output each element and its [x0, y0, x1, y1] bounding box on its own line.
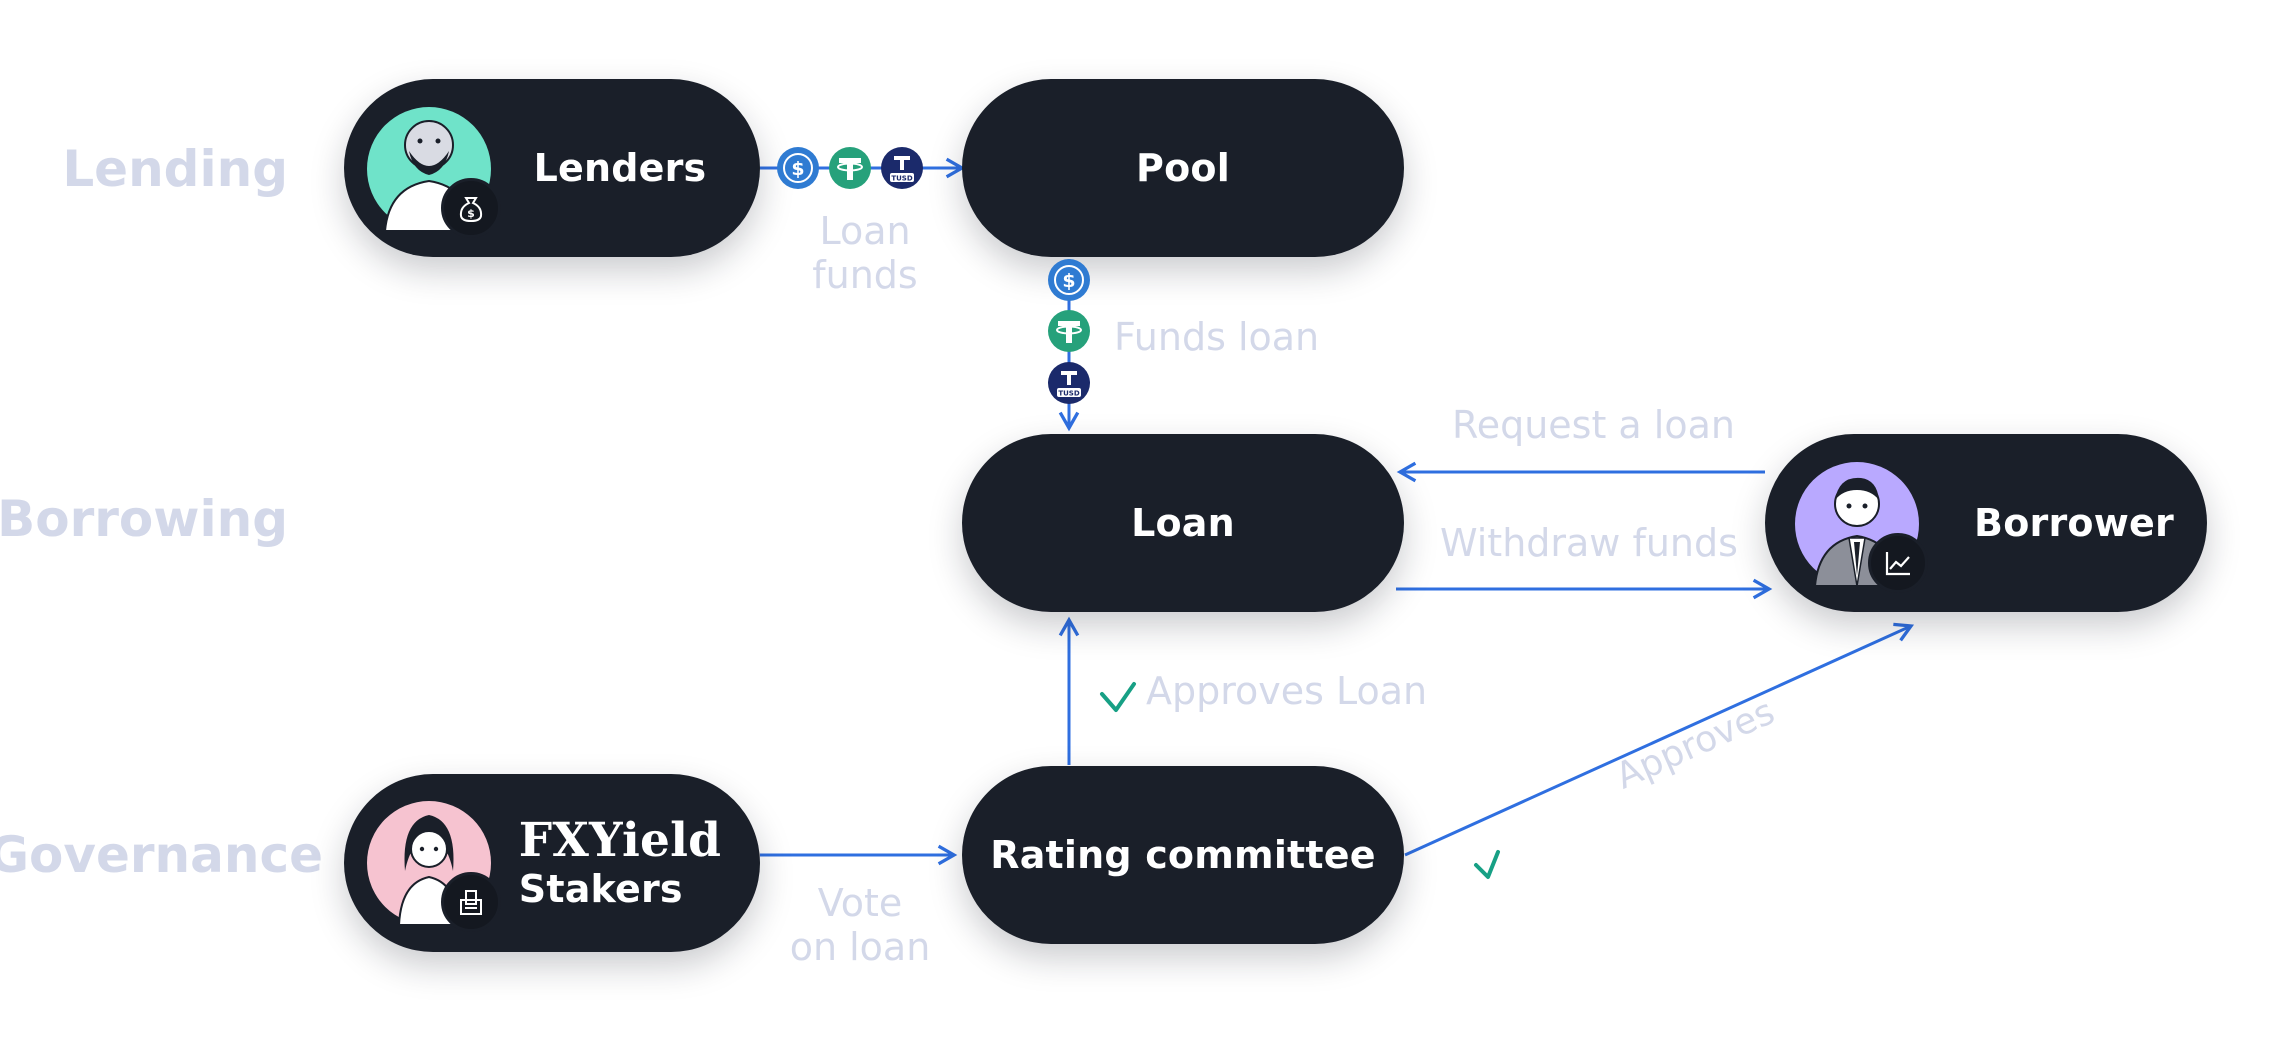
loan-label: Loan [1131, 501, 1235, 545]
borrower-label: Borrower [1974, 501, 2174, 545]
edge-label-loan-funds-line2: funds [812, 252, 918, 297]
rating-committee-label: Rating committee [990, 833, 1376, 877]
tusd-icon: TUSD [881, 147, 923, 189]
edge-label-funds-loan: Funds loan [1114, 315, 1320, 359]
lenders-label: Lenders [533, 146, 707, 190]
edge-label-withdraw-funds: Withdraw funds [1440, 521, 1738, 565]
svg-text:$: $ [1062, 270, 1075, 292]
svg-text:$: $ [467, 207, 475, 220]
ballot-box-icon [441, 872, 501, 932]
rating-committee-node[interactable]: Rating committee [962, 766, 1404, 944]
tether-icon [829, 147, 871, 189]
section-label-borrowing: Borrowing [0, 490, 288, 548]
section-label-lending: Lending [62, 140, 288, 198]
pool-node[interactable]: Pool [962, 79, 1404, 257]
edge-label-vote-line2: on loan [789, 924, 931, 969]
chart-growth-icon [1868, 533, 1928, 593]
edge-label-loan-funds: Loan funds [780, 209, 950, 297]
edge-label-request-loan: Request a loan [1452, 403, 1735, 447]
stakers-label: FXYield Stakers [519, 815, 721, 910]
check-icon-approves-loan [1100, 682, 1136, 712]
svg-text:TUSD: TUSD [891, 175, 913, 183]
edge-label-approves-loan: Approves Loan [1146, 669, 1428, 713]
svg-text:TUSD: TUSD [1058, 390, 1080, 398]
loan-node[interactable]: Loan [962, 434, 1404, 612]
usdc-icon: $ [777, 147, 819, 189]
tusd-icon: TUSD [1048, 362, 1090, 404]
pool-label: Pool [1136, 146, 1230, 190]
svg-text:$: $ [791, 158, 804, 180]
edge-label-vote-line1: Vote [817, 881, 903, 925]
tether-icon [1048, 310, 1090, 352]
stakers-label-line1: FXYield [518, 813, 722, 869]
stakers-label-line2: Stakers [518, 867, 683, 912]
edge-label-loan-funds-line1: Loan [819, 209, 911, 253]
usdc-icon: $ [1048, 259, 1090, 301]
check-icon-approves [1474, 850, 1500, 879]
section-label-governance: Governance [0, 826, 324, 884]
money-bag-icon: $ [441, 178, 501, 238]
edge-label-vote-on-loan: Vote on loan [770, 881, 950, 969]
arrow-approves-borrower [1404, 622, 1915, 857]
